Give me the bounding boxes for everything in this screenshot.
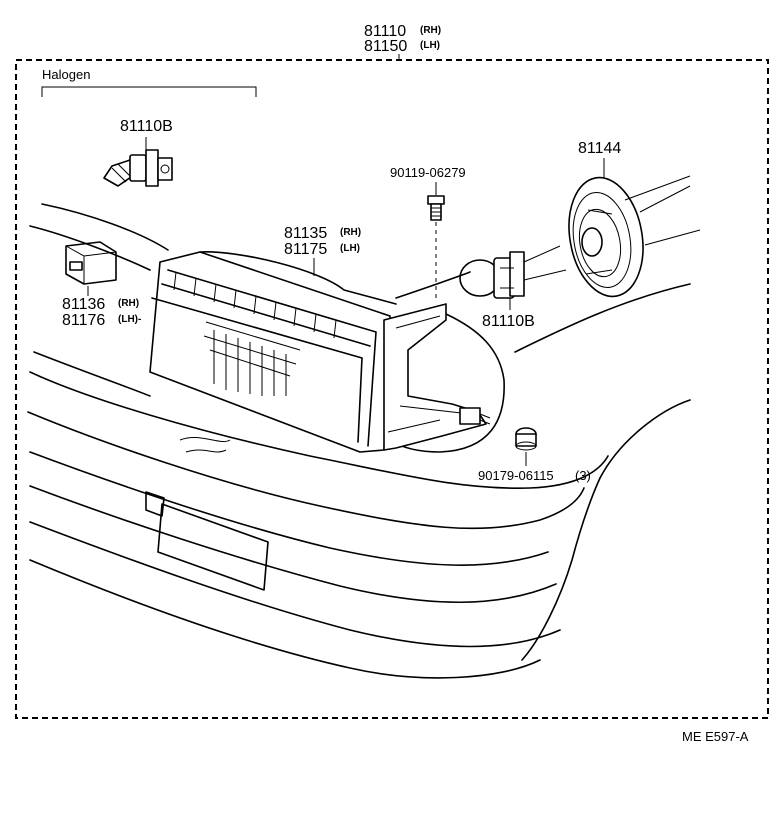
bolt-part xyxy=(427,195,445,221)
halogen-bulb-label: 81110B xyxy=(120,118,173,135)
bracket-rh-number: 81136 xyxy=(62,296,105,313)
lens-lh-tag: (LH) xyxy=(340,243,360,254)
grommet-part xyxy=(515,427,537,451)
bolt-label: 90119-06279 xyxy=(390,165,466,180)
bracket-part xyxy=(65,241,117,285)
bracket-lh-number: 81176 xyxy=(62,312,105,329)
bulb-part xyxy=(459,245,567,299)
bracket-group: 81136 (RH) 81176 (LH)- xyxy=(62,241,141,329)
assembly-lh-tag: (LH) xyxy=(420,40,440,51)
halogen-section: Halogen 81110B xyxy=(41,67,257,187)
reflector-label: 81144 xyxy=(578,140,621,157)
assembly-boundary xyxy=(15,59,769,719)
halogen-bracket xyxy=(41,86,257,97)
bulb-label: 81110B xyxy=(482,313,535,330)
reflector-part xyxy=(568,175,701,298)
assembly-rh-number: 81110 xyxy=(364,23,406,40)
headlamp-housing xyxy=(149,251,491,453)
bracket-lh-tag: (LH)- xyxy=(118,314,141,325)
assembly-rh-tag: (RH) xyxy=(420,25,441,36)
halogen-label: Halogen xyxy=(42,67,90,82)
bulb-group: 81110B xyxy=(459,245,567,330)
bolt-group: 90119-06279 xyxy=(390,165,466,300)
lens-lh-number: 81175 xyxy=(284,241,327,258)
assembly-lh-number: 81150 xyxy=(364,38,407,55)
grommet-label: 90179-06115 xyxy=(478,468,554,483)
lens-label: 81135 (RH) 81175 (LH) xyxy=(284,225,361,276)
lens-rh-number: 81135 xyxy=(284,225,327,242)
halogen-bulb xyxy=(103,149,173,187)
lens-rh-tag: (RH) xyxy=(340,227,361,238)
assembly-label: 81110 (RH) 81150 (LH) xyxy=(364,23,441,60)
grommet-group: 90179-06115 (3) xyxy=(478,427,591,483)
vehicle-body xyxy=(27,203,691,679)
reflector-group: 81144 xyxy=(568,140,701,298)
reference-code: ME E597-A xyxy=(682,729,749,744)
grommet-quantity: (3) xyxy=(575,468,591,483)
bracket-rh-tag: (RH) xyxy=(118,298,139,309)
